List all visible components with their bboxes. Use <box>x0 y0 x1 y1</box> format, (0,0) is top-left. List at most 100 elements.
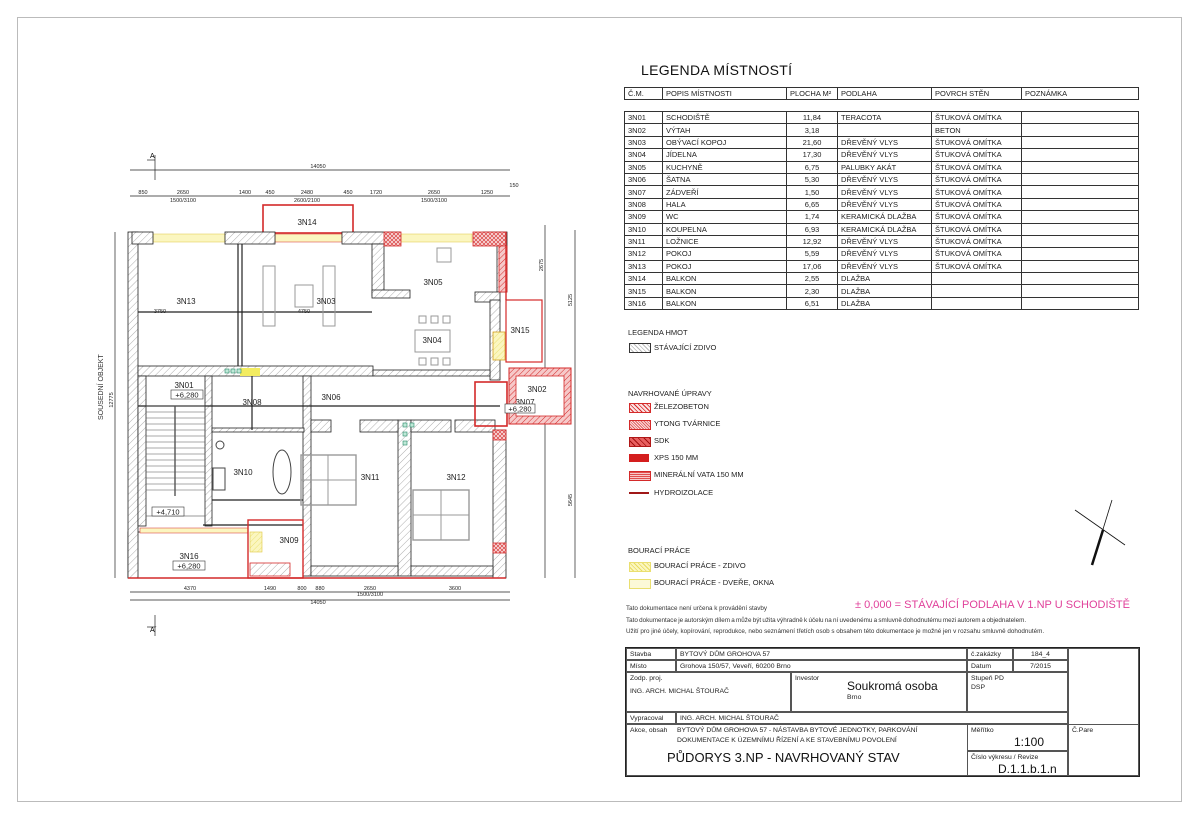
table-cell: ŠATNA <box>662 172 787 187</box>
mineral-wool-swatch <box>629 471 651 481</box>
copy-number-cell: Č.Pare <box>1068 724 1139 776</box>
label: Akce, obsah <box>630 727 668 734</box>
blank-cell <box>1068 648 1139 724</box>
table-cell: POKOJ <box>662 259 787 274</box>
table-cell <box>837 123 932 137</box>
legend-item: YTONG TVÁRNICE <box>654 419 721 428</box>
table-cell: 3N10 <box>624 222 663 236</box>
room-3n10: 3N10 <box>233 468 253 477</box>
label: Vypracoval <box>626 712 676 724</box>
table-cell <box>1021 148 1139 162</box>
room-3n12: 3N12 <box>446 473 466 482</box>
room-3n15: 3N15 <box>510 326 530 335</box>
table-cell <box>1021 172 1139 187</box>
dim-label: 2650 <box>428 190 440 196</box>
table-cell <box>1021 272 1139 286</box>
furniture <box>212 247 470 541</box>
col-header: POZNÁMKA <box>1021 86 1139 101</box>
dim-label: 450 <box>343 190 352 196</box>
room-3n02: 3N02 <box>527 385 547 394</box>
label: Investor <box>795 675 820 682</box>
table-cell: 2,55 <box>786 272 838 286</box>
table-cell: ŠTUKOVÁ OMÍTKA <box>931 148 1022 162</box>
table-cell: ŠTUKOVÁ OMÍTKA <box>931 160 1022 174</box>
room-3n11: 3N11 <box>361 473 380 482</box>
table-cell: 3N12 <box>624 247 663 261</box>
xps-swatch <box>629 454 649 462</box>
dim-label: 1500/3100 <box>357 592 383 598</box>
section-marker-top: A <box>150 153 155 160</box>
col-header: POPIS MÍSTNOSTI <box>662 86 787 101</box>
level-note: ± 0,000 = STÁVAJÍCÍ PODLAHA V 1.NP U SCH… <box>855 599 1130 611</box>
window <box>399 233 473 243</box>
level-3n01: +6,280 <box>175 391 198 400</box>
table-cell <box>931 296 1022 311</box>
demolition-opening-swatch <box>629 579 651 589</box>
table-cell: DLAŽBA <box>837 272 932 286</box>
room-3n03: 3N03 <box>316 297 336 306</box>
dimension-lines <box>114 155 576 636</box>
responsible-designer: ING. ARCH. MICHAL ŠTOURAČ <box>630 688 729 695</box>
label: Měřítko <box>971 727 994 734</box>
col-header: POVRCH STĚN <box>931 86 1022 101</box>
action-line: BYTOVÝ DŮM GROHOVA 57 - NÁSTAVBA BYTOVÉ … <box>677 727 918 734</box>
dim-label: 14050 <box>310 600 325 606</box>
table-cell: DŘEVĚNÝ VLYS <box>837 197 932 212</box>
dim-label: 150 <box>509 183 518 189</box>
dim-label: 5125 <box>568 294 574 306</box>
dim-label: 800 <box>297 586 306 592</box>
window <box>152 233 226 243</box>
table-cell <box>1021 197 1139 212</box>
legend-item: ŽELEZOBETON <box>654 402 709 411</box>
legend-item: BOURACÍ PRÁCE - DVEŘE, OKNA <box>654 578 775 587</box>
table-cell: DŘEVĚNÝ VLYS <box>837 135 932 150</box>
action-line: DOKUMENTACE K ÚZEMNÍMU ŘÍZENÍ A KE STAVE… <box>677 737 897 744</box>
label: Stavba <box>626 648 676 660</box>
note-line: Tato dokumentace není určena k provádění… <box>626 605 768 612</box>
ytong-swatch <box>629 420 651 430</box>
table-cell: 12,92 <box>786 234 838 249</box>
table-cell: 3N16 <box>624 296 663 311</box>
table-cell <box>1021 160 1139 174</box>
table-cell <box>1021 135 1139 150</box>
table-cell: DŘEVĚNÝ VLYS <box>837 185 932 199</box>
investor-cell: Investor Soukromá osoba Brno <box>791 672 967 712</box>
location: Grohova 150/57, Veveří, 60200 Brno <box>676 660 967 672</box>
table-cell: BETON <box>931 123 1022 137</box>
table-cell <box>1021 234 1139 249</box>
prepared-by: ING. ARCH. MICHAL ŠTOURAČ <box>676 712 1068 724</box>
table-cell: 3N06 <box>624 172 663 187</box>
balcony-3n15 <box>505 299 543 363</box>
table-cell: WC <box>662 210 787 224</box>
table-cell: BALKON <box>662 284 787 298</box>
label: Zodp. proj. <box>630 675 663 682</box>
table-cell: KERAMICKÁ DLAŽBA <box>837 210 932 224</box>
table-cell: 17,30 <box>786 148 838 162</box>
action-cell: Akce, obsah BYTOVÝ DŮM GROHOVA 57 - NÁST… <box>626 724 967 776</box>
responsible-designer-cell: Zodp. proj. ING. ARCH. MICHAL ŠTOURAČ <box>626 672 791 712</box>
table-cell: ŠTUKOVÁ OMÍTKA <box>931 210 1022 224</box>
room-legend-title: LEGENDA MÍSTNOSTÍ <box>641 62 793 78</box>
staircase <box>145 405 206 517</box>
table-cell: ŠTUKOVÁ OMÍTKA <box>931 135 1022 150</box>
level-stair: +4,710 <box>156 508 179 517</box>
label: Stupeň PD <box>971 675 1004 682</box>
table-cell: VÝTAH <box>662 123 787 137</box>
table-cell: ŠTUKOVÁ OMÍTKA <box>931 172 1022 187</box>
table-cell <box>1021 110 1139 125</box>
dim-label: 3600 <box>449 586 461 592</box>
table-cell: 6,75 <box>786 160 838 174</box>
scale: 1:100 <box>1014 735 1045 749</box>
label: Číslo výkresu / Revize <box>971 754 1039 761</box>
investor-city: Brno <box>847 694 862 701</box>
table-cell: 5,59 <box>786 247 838 261</box>
table-cell: DŘEVĚNÝ VLYS <box>837 234 932 249</box>
title-block: Stavba BYTOVÝ DŮM GROHOVA 57 č.zakázky 1… <box>625 647 1140 777</box>
